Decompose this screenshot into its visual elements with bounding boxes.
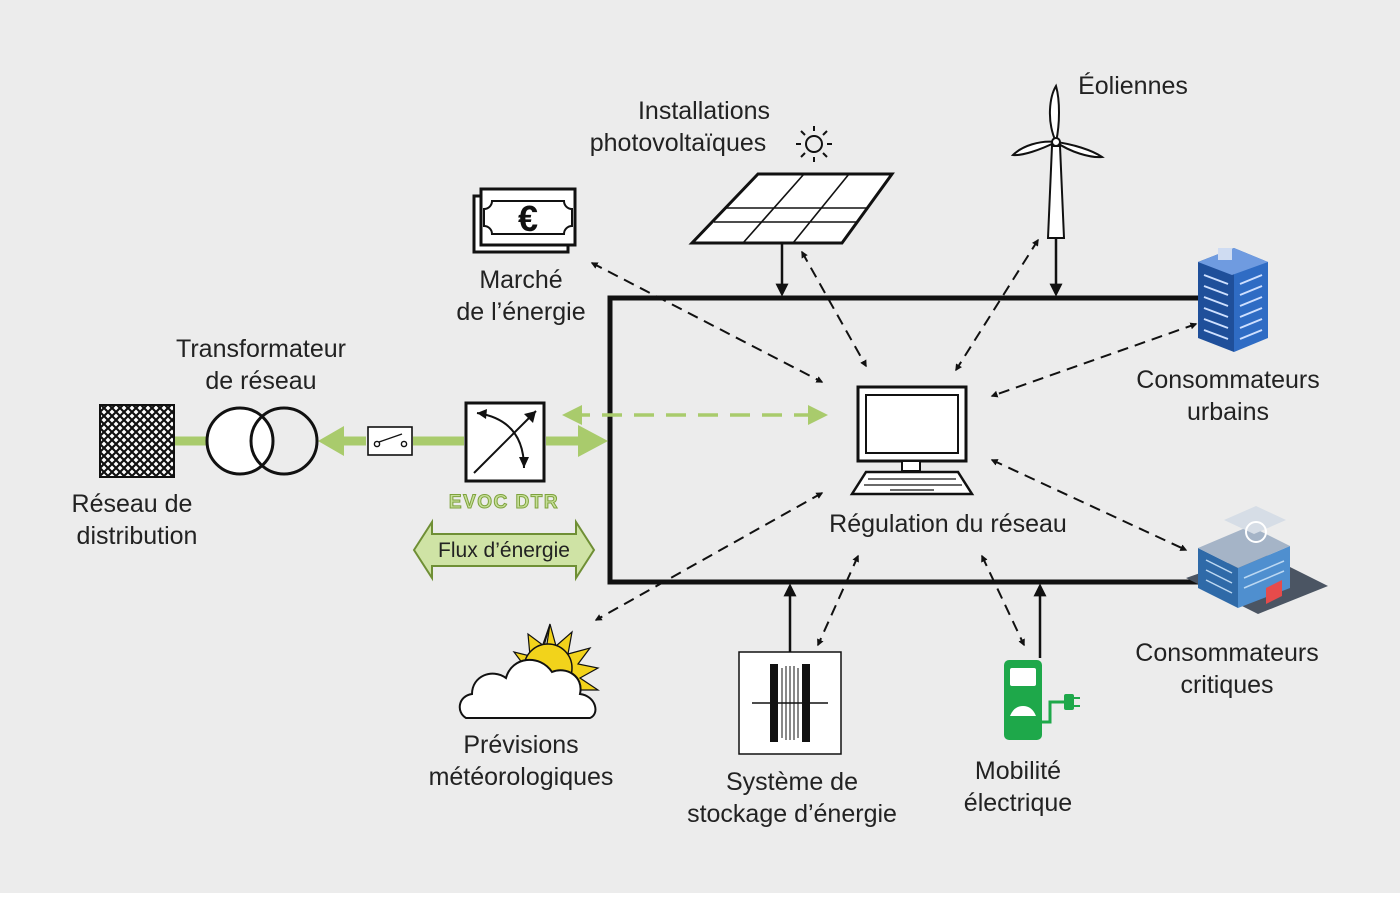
evoc-dtr-label: EVOC DTR xyxy=(449,492,559,513)
urban-link xyxy=(990,322,1198,398)
energy-flow-label: Flux d’énergie xyxy=(438,539,570,562)
euro-symbol: € xyxy=(518,198,538,239)
pv-link xyxy=(801,250,867,368)
office-building-icon xyxy=(1198,248,1268,352)
weather-label-line1: Prévisions xyxy=(463,731,578,759)
evoc-dtr-icon xyxy=(464,401,546,483)
pv-label-line2: photovoltaïques xyxy=(590,129,767,157)
urban-label-line2: urbains xyxy=(1187,398,1269,426)
wind-link xyxy=(955,238,1039,372)
market-link xyxy=(590,262,824,383)
sun-cloud-icon xyxy=(458,623,600,719)
green-arrow-right xyxy=(578,425,608,457)
critical-label-line2: critiques xyxy=(1180,671,1273,699)
charger-link xyxy=(981,554,1025,647)
pv-label-line1: Installations xyxy=(638,97,770,125)
weather-label-line2: météorologiques xyxy=(429,763,614,791)
urban-label-line1: Consommateurs xyxy=(1136,366,1319,394)
wind-turbines-label: Éoliennes xyxy=(1078,71,1188,100)
storage-label-line2: stockage d’énergie xyxy=(687,800,897,828)
solar-panel-icon xyxy=(688,172,895,245)
transformer-label-line2: de réseau xyxy=(205,367,316,395)
storage-label-line1: Système de xyxy=(726,768,858,796)
emobility-label-line1: Mobilité xyxy=(975,757,1061,785)
distribution-label-line2: distribution xyxy=(77,522,198,550)
sun-icon xyxy=(796,126,832,162)
transformer-icon xyxy=(205,406,319,476)
computer-icon xyxy=(849,385,975,496)
green-arrow-left xyxy=(318,426,344,456)
euro-banknote-icon xyxy=(472,187,577,254)
storage-link xyxy=(817,554,859,647)
weather-link xyxy=(594,492,824,621)
transformer-label-line1: Transformateur xyxy=(176,335,346,363)
distribution-label-line1: Réseau de xyxy=(72,490,193,518)
market-label-line2: de l’énergie xyxy=(456,298,585,326)
hospital-building-icon xyxy=(1186,506,1328,614)
bottom-band xyxy=(0,893,1400,911)
regulation-label: Régulation du réseau xyxy=(829,510,1067,538)
communication-arrows xyxy=(590,238,1198,647)
switch-icon xyxy=(367,426,413,456)
ev-charger-icon xyxy=(1004,660,1080,740)
battery-storage-icon xyxy=(738,651,842,755)
market-label-line1: Marché xyxy=(479,266,562,294)
main-power-bus xyxy=(607,295,1200,585)
wind-turbine-icon xyxy=(1010,83,1105,239)
critical-label-line1: Consommateurs xyxy=(1135,639,1318,667)
emobility-label-line2: électrique xyxy=(964,789,1072,817)
distribution-grid-icon xyxy=(99,404,175,478)
energy-flow-arrow xyxy=(412,518,596,582)
